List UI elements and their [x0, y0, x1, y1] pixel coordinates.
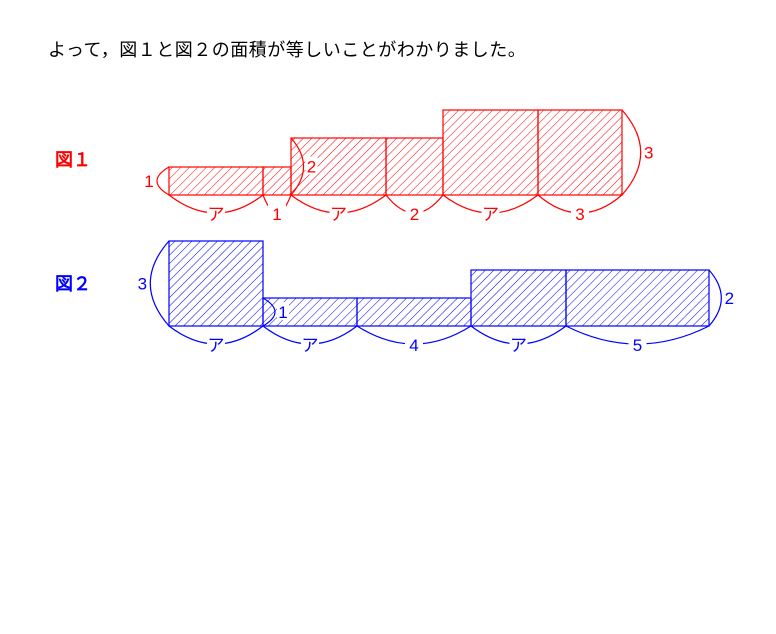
height-label: 3 — [644, 144, 653, 163]
brace-label-bg — [642, 142, 655, 161]
width-label: ア — [330, 205, 347, 224]
conclusion-text: よって，図１と図２の面積が等しいことがわかりました。 — [48, 40, 527, 61]
brace-label-bg — [723, 288, 736, 306]
figure-1-rect — [290, 137, 387, 196]
width-label: 4 — [409, 336, 418, 355]
brace-label-bg — [207, 334, 225, 352]
width-label: ア — [510, 336, 527, 355]
figure-1-rect — [262, 166, 292, 196]
brace-label-bg — [207, 203, 225, 221]
brace-label-bg — [481, 203, 500, 221]
figure-2-label: 図２ — [55, 274, 91, 295]
height-label: 1 — [278, 303, 287, 322]
brace-label-bg — [571, 203, 589, 221]
height-brace — [156, 166, 170, 196]
width-label: ア — [208, 336, 225, 355]
height-label: 3 — [138, 275, 147, 294]
figure-1-rect — [442, 109, 539, 196]
brace-label-bg — [305, 156, 318, 175]
width-label: 1 — [272, 205, 281, 224]
brace-label-bg — [301, 334, 319, 352]
width-label: 5 — [633, 336, 642, 355]
height-label: 1 — [144, 172, 153, 191]
height-brace — [708, 269, 722, 327]
brace-label-bg — [143, 171, 155, 189]
brace-label-bg — [329, 203, 348, 221]
brace-label-bg — [628, 334, 647, 352]
figure-2-rect — [168, 240, 264, 327]
figure-1-label: 図１ — [55, 150, 91, 171]
figure-1-rect — [537, 109, 623, 196]
height-brace — [621, 109, 642, 196]
height-brace — [149, 240, 170, 327]
height-label: 2 — [307, 158, 316, 177]
brace-label-bg — [405, 203, 424, 221]
width-label: ア — [208, 205, 225, 224]
figure-2-rect — [565, 269, 710, 327]
height-label: 2 — [725, 289, 734, 308]
figure-1-rect — [168, 166, 264, 196]
height-brace — [290, 137, 304, 196]
width-label: 3 — [575, 205, 584, 224]
brace-label-bg — [136, 273, 149, 292]
width-label: ア — [302, 336, 319, 355]
width-label: ア — [482, 205, 499, 224]
brace-label-bg — [277, 302, 289, 320]
brace-label-bg — [268, 203, 286, 221]
brace-label-bg — [405, 334, 423, 352]
brace-label-bg — [509, 334, 528, 352]
height-brace — [262, 297, 276, 327]
figure-2-rect — [356, 297, 472, 327]
figure-1-rect — [385, 137, 444, 196]
figure-2-rect — [470, 269, 567, 327]
width-label: 2 — [410, 205, 419, 224]
